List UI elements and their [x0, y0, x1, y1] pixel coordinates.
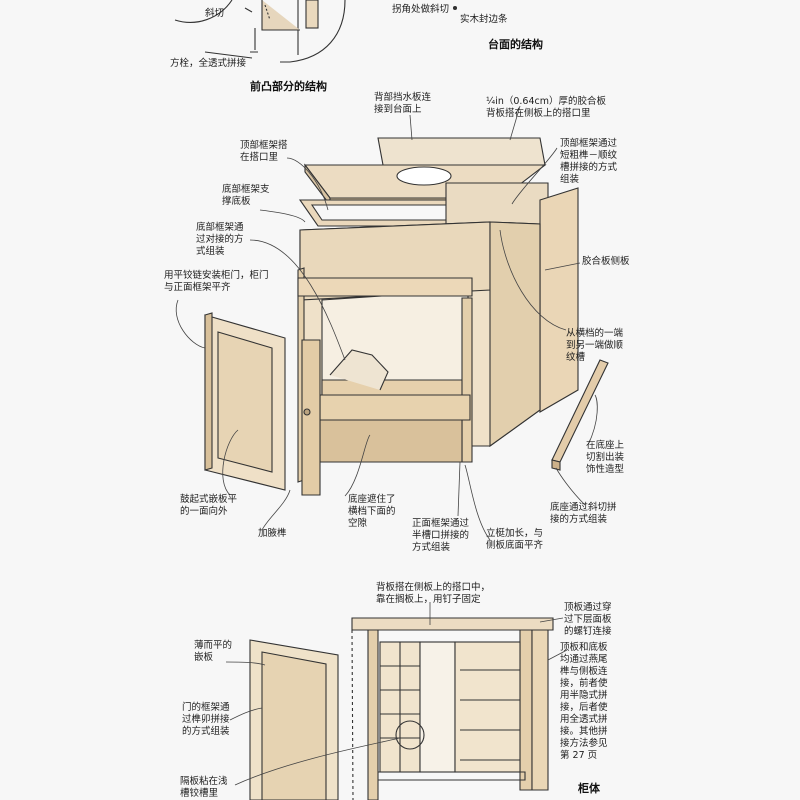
label-top-frame-joint: 顶部框架通过 短粗榫－顺纹 槽拼接的方式 组装 — [560, 138, 618, 185]
label-raised-panel: 鼓起式嵌板平 的一面向外 — [180, 494, 238, 517]
label-dovetail: 顶板和底板 均通过燕尾 榫与侧板连 接，前者使 用半隐式拼 接，后者使 用全透式… — [560, 642, 608, 761]
label-bottom-frame-joint: 底部框架通 过对接的方 式组装 — [196, 222, 244, 257]
label-plywood-back: ¼in（0.64cm）厚的胶合板 背板搭在侧板上的搭口里 — [486, 96, 606, 119]
heading-countertop-structure: 台面的结构 — [488, 38, 543, 51]
leader-lines — [175, 105, 598, 786]
label-backsplash: 背部挡水板连 接到台面上 — [374, 92, 432, 115]
label-hinge: 用平铰链安装柜门，柜门 与正面框架平齐 — [164, 270, 269, 293]
label-top-frame: 顶部框架搭 在搭口里 — [240, 140, 288, 163]
top-detail-drawing — [174, 0, 458, 63]
label-shelf-dado: 隔板粘在浅 槽铰槽里 — [180, 776, 228, 799]
label-stile: 立梃加长，与 侧板底面平齐 — [486, 528, 544, 551]
label-groove: 从横档的一端 到另一端做顺 纹槽 — [566, 328, 624, 363]
label-base-miter: 底座通过斜切拼 接的方式组装 — [550, 502, 617, 525]
carcass-drawing — [249, 617, 554, 800]
label-back-rabbet: 背板搭在侧板上的搭口中， 靠在搁板上，用钉子固定 — [376, 582, 491, 605]
label-bottom-frame-support: 底部框架支 撑底板 — [222, 184, 270, 207]
heading-front-structure: 前凸部分的结构 — [250, 80, 327, 93]
label-solid-edge: 实木封边条 — [460, 14, 508, 25]
heading-carcass: 柜体 — [578, 782, 600, 795]
label-base-hide: 底座遮住了 横档下面的 空隙 — [348, 494, 396, 529]
label-plywood-side: 胶合板侧板 — [582, 256, 630, 267]
label-face-frame: 正面框架通过 半槽口拼接的 方式组装 — [412, 518, 470, 553]
vanity-drawing — [204, 137, 609, 496]
label-miter: 斜切 — [205, 8, 225, 19]
label-door-frame: 门的框架通 过榫卯拼接 的方式组装 — [182, 702, 230, 737]
label-base-cutout: 在底座上 切割出装 饰性造型 — [586, 440, 625, 475]
label-screw-top: 顶板通过穿 过下层面板 的螺钉连接 — [564, 602, 612, 637]
label-reinforcement: 加腋榫 — [258, 528, 287, 539]
label-corner-miter: 拐角处做斜切 — [392, 4, 450, 15]
label-dowel: 方栓，全透式拼接 — [170, 58, 247, 69]
label-thin-panel: 薄而平的 嵌板 — [194, 640, 233, 663]
